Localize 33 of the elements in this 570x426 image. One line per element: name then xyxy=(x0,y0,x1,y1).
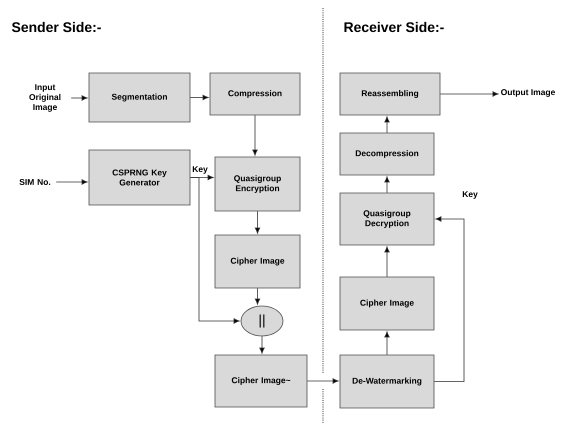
arrow xyxy=(254,288,260,305)
arrow xyxy=(254,211,260,234)
input-text: Output Image xyxy=(501,89,555,97)
arrow xyxy=(190,94,209,100)
section-title: Receiver Side:- xyxy=(344,22,444,32)
edge-label: Key xyxy=(192,166,208,174)
process-box: Cipher Image~ xyxy=(214,354,308,408)
arrow xyxy=(259,336,265,354)
process-box: Reassembling xyxy=(340,72,440,116)
arrow xyxy=(384,116,390,133)
arrow xyxy=(307,378,339,384)
process-box: Compression xyxy=(210,72,300,116)
input-text: Input Original Image xyxy=(29,84,60,112)
arrow xyxy=(384,246,390,277)
process-box: Segmentation xyxy=(88,72,190,122)
section-title: Sender Side:- xyxy=(12,22,101,32)
process-box: Quasigroup Encryption xyxy=(214,156,300,212)
arrow xyxy=(384,331,390,355)
arrow xyxy=(384,176,390,193)
process-box: Quasigroup Decryption xyxy=(340,192,434,246)
process-box: Decompression xyxy=(340,132,434,176)
arrow xyxy=(252,115,258,156)
process-box: Cipher Image xyxy=(214,234,300,288)
arrow xyxy=(440,91,498,97)
arrow xyxy=(70,95,88,101)
process-box: De-Watermarking xyxy=(340,354,434,408)
input-text: SIM No. xyxy=(20,179,50,185)
edge-label: Key xyxy=(462,191,478,199)
process-box: CSPRNG Key Generator xyxy=(88,150,190,206)
arrow xyxy=(434,216,464,382)
process-box: Cipher Image xyxy=(340,276,434,330)
arrow xyxy=(56,179,88,185)
arrow xyxy=(190,177,240,324)
